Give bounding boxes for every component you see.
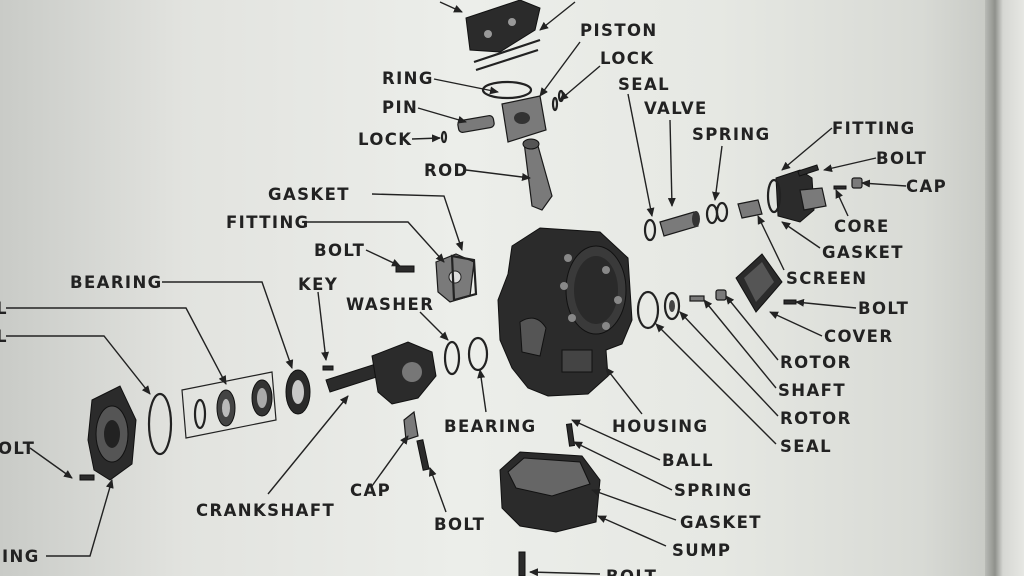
label-rod: ROD	[424, 161, 469, 180]
label-seal-left-1: L	[0, 299, 8, 318]
label-fitting-right: FITTING	[832, 119, 916, 138]
label-bolt-far-left: OLT	[0, 439, 35, 458]
label-pin: PIN	[382, 98, 418, 117]
bearing-center-part	[467, 336, 489, 372]
label-bolt-right-mid: BOLT	[858, 299, 909, 318]
label-crankshaft: CRANKSHAFT	[196, 501, 335, 520]
label-rotor-2: ROTOR	[780, 409, 852, 428]
label-seal-right: SEAL	[780, 437, 832, 456]
label-bolt-very-bottom: BOLT	[606, 567, 657, 576]
label-seal-top: SEAL	[618, 75, 670, 94]
label-spring-top: SPRING	[692, 125, 771, 144]
label-screen: SCREEN	[786, 269, 867, 288]
label-valve: VALVE	[644, 99, 708, 118]
label-ball: BALL	[662, 451, 714, 470]
washer-part	[443, 340, 461, 376]
label-bolt-left: BOLT	[314, 241, 365, 260]
piston-part	[440, 80, 565, 144]
leader-lines	[6, 1, 907, 576]
label-bearing-left: BEARING	[70, 273, 163, 292]
label-cap-right: CAP	[906, 177, 947, 196]
label-bearing-center: BEARING	[444, 417, 537, 436]
label-cover: COVER	[824, 327, 893, 346]
label-fitting-left: FITTING	[226, 213, 310, 232]
label-gasket-bottom: GASKET	[680, 513, 762, 532]
label-seal-left-2: L	[0, 327, 8, 346]
label-gasket-left: GASKET	[268, 185, 350, 204]
part-labels: PISTON LOCK SEAL RING PIN LOCK VALVE SPR…	[0, 21, 947, 576]
label-gasket-right: GASKET	[822, 243, 904, 262]
end-cover-part	[79, 385, 137, 481]
label-key: KEY	[298, 275, 338, 294]
label-lock-left: LOCK	[358, 130, 412, 149]
label-ring-far-left: ING	[2, 547, 40, 566]
label-core: CORE	[834, 217, 890, 236]
label-sump: SUMP	[672, 541, 731, 560]
parts-illustration	[79, 0, 863, 576]
rod-part	[522, 138, 553, 211]
cap-bottom-part	[403, 410, 419, 441]
label-housing: HOUSING	[612, 417, 708, 436]
housing-part	[497, 227, 633, 397]
right-valve-assembly-part	[643, 164, 863, 242]
head-plate-part	[465, 0, 541, 72]
label-washer: WASHER	[346, 295, 434, 314]
label-bolt-bottom: BOLT	[434, 515, 485, 534]
sump-part	[499, 423, 601, 576]
crankshaft-part	[322, 341, 437, 405]
bearing-stack-part	[147, 369, 311, 456]
bolt-bottom-part	[416, 439, 430, 471]
label-rotor-1: ROTOR	[780, 353, 852, 372]
label-lock-top: LOCK	[600, 49, 654, 68]
page-binding-edge	[985, 0, 1024, 576]
label-bolt-right-top: BOLT	[876, 149, 927, 168]
label-ring: RING	[382, 69, 434, 88]
label-spring-bottom: SPRING	[674, 481, 753, 500]
label-cap-bottom: CAP	[350, 481, 391, 500]
label-shaft: SHAFT	[778, 381, 846, 400]
label-piston: PISTON	[580, 21, 658, 40]
fitting-left-part	[395, 253, 478, 303]
